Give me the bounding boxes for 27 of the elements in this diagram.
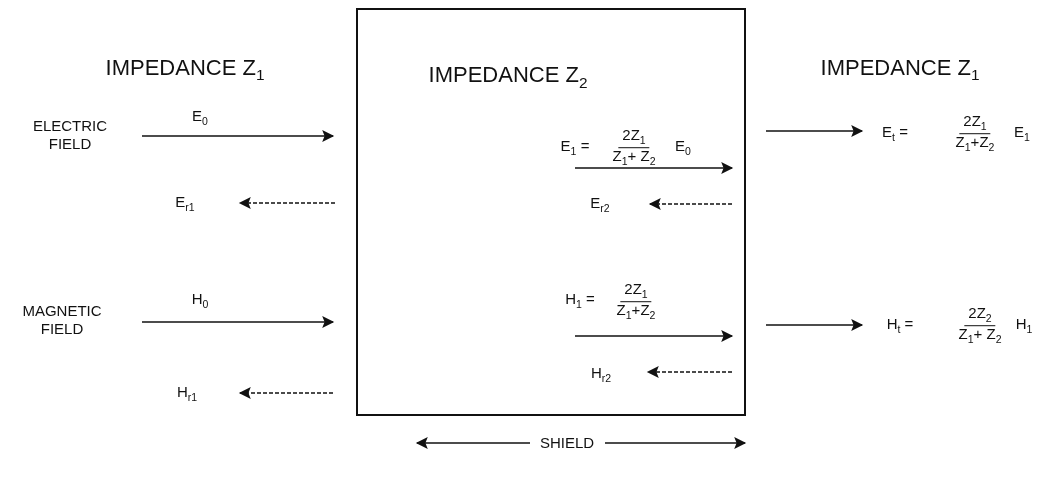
symbol-label: E$_{t}$ = <box>882 122 908 144</box>
symbol-label: H$_{1}$ = <box>565 289 595 311</box>
impedance-heading: IMPEDANCE Z$_{1}$ <box>820 55 980 85</box>
fraction-numerator: 2Z$_{2}$ <box>964 304 996 326</box>
symbol-label: E$_{0}$ <box>192 106 208 128</box>
shield-box <box>356 8 746 416</box>
symbol-label: H$_{t}$ = <box>886 314 914 336</box>
symbol-label: E$_{1}$ <box>1014 122 1030 144</box>
fraction-numerator: 2Z$_{1}$ <box>618 126 650 148</box>
symbol-label: H$_{1}$ <box>1015 314 1033 336</box>
symbol-label: E$_{0}$ <box>675 136 691 158</box>
symbol-label: H$_{r2}$ <box>590 363 612 385</box>
symbol-label: E$_{r1}$ <box>175 192 195 214</box>
symbol-label: E$_{r2}$ <box>590 193 610 215</box>
fraction-denominator: Z$_{1}$+ Z$_{2}$ <box>958 324 1002 346</box>
symbol-label: H$_{0}$ <box>191 289 209 311</box>
symbol-label: E$_{1}$ = <box>560 136 590 158</box>
impedance-heading: IMPEDANCE Z$_{2}$ <box>428 62 588 92</box>
impedance-heading: IMPEDANCE Z$_{1}$ <box>105 55 265 85</box>
field-label: MAGNETIC FIELD <box>21 302 103 338</box>
fraction-numerator: 2Z$_{1}$ <box>620 280 652 302</box>
fraction-numerator: 2Z$_{1}$ <box>959 112 991 134</box>
fraction-denominator: Z$_{1}$+Z$_{2}$ <box>955 132 995 154</box>
fraction-denominator: Z$_{1}$+ Z$_{2}$ <box>612 146 656 168</box>
symbol-label: H$_{r1}$ <box>176 382 198 404</box>
field-label: ELECTRIC FIELD <box>31 117 109 153</box>
fraction-denominator: Z$_{1}$+Z$_{2}$ <box>616 300 656 322</box>
